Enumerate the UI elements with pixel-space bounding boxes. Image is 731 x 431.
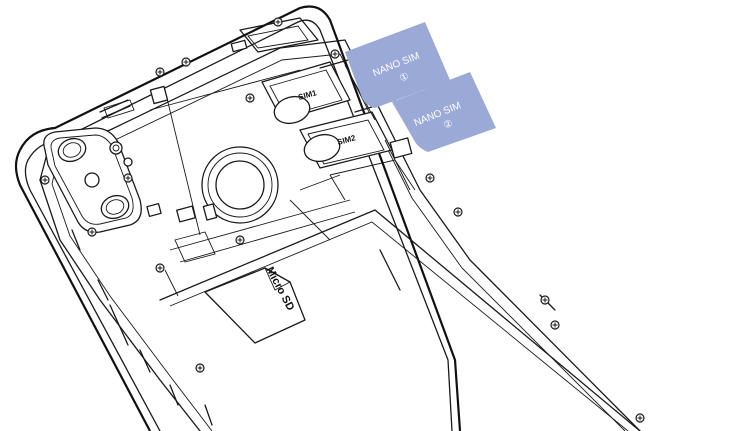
fingerprint-sensor bbox=[201, 146, 279, 224]
screw-icon bbox=[273, 17, 283, 27]
screw-icon bbox=[245, 93, 255, 103]
screw-icon bbox=[550, 320, 560, 330]
screw-icon bbox=[123, 173, 133, 183]
phone-back-body bbox=[14, 5, 462, 431]
screw-icon bbox=[540, 295, 550, 305]
sim-tray-area bbox=[261, 55, 413, 191]
nano-sim-card-1: NANO SIM ① bbox=[345, 22, 450, 108]
micro-sd-card: Micro SD bbox=[204, 265, 306, 344]
screw-icon bbox=[181, 57, 191, 67]
screw-icon bbox=[40, 175, 50, 185]
nano-sim-1-number: ① bbox=[398, 71, 410, 85]
screw-icon bbox=[425, 173, 435, 183]
nano-sim-card-2: NANO SIM ② bbox=[392, 72, 496, 152]
screw-icon bbox=[235, 235, 245, 245]
side-details bbox=[71, 229, 556, 426]
screw-icon bbox=[330, 49, 340, 59]
camera-module bbox=[43, 127, 142, 233]
screw-icon bbox=[195, 363, 205, 373]
screws bbox=[40, 17, 645, 423]
screw-icon bbox=[635, 413, 645, 423]
screw-icon bbox=[453, 207, 463, 217]
screw-icon bbox=[87, 227, 97, 237]
screw-icon bbox=[155, 263, 165, 273]
nano-sim-2-number: ② bbox=[442, 118, 454, 132]
mainboard-lines bbox=[103, 69, 641, 431]
screw-icon bbox=[155, 67, 165, 77]
